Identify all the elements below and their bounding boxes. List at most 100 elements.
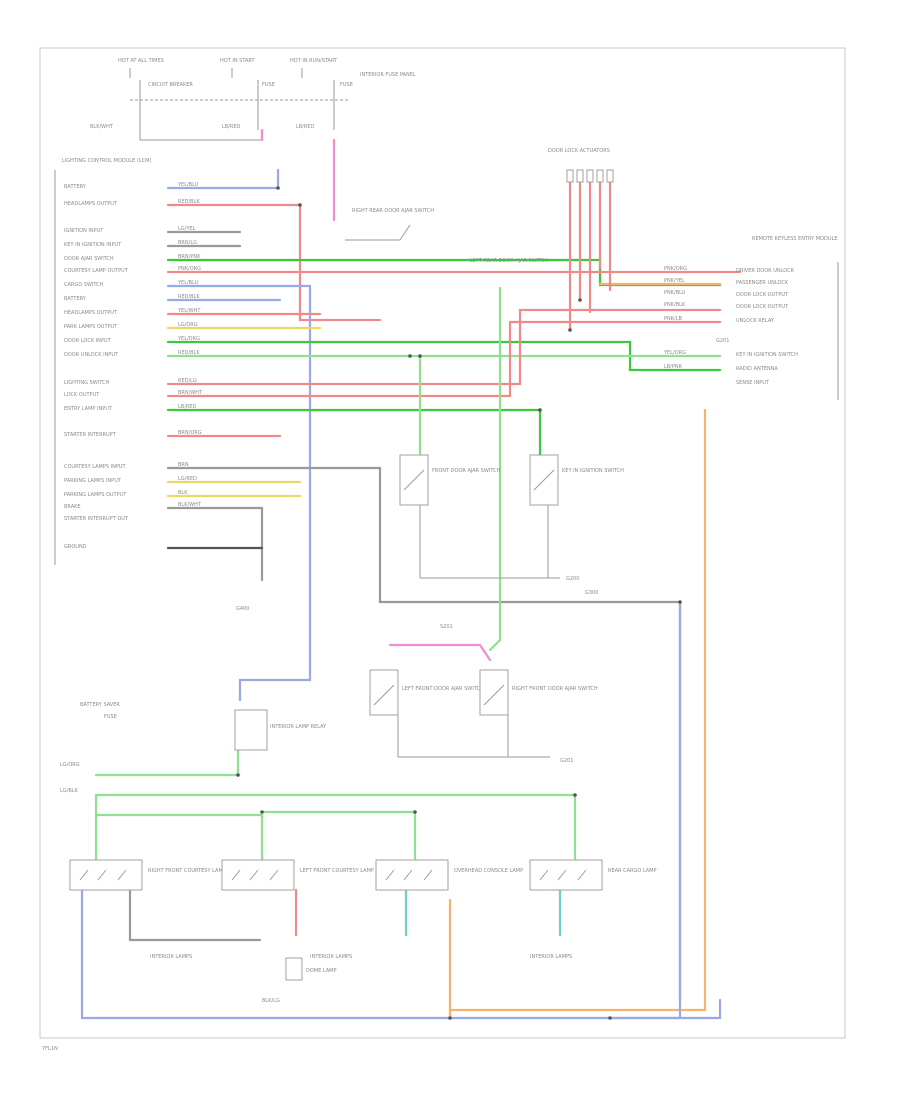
lamp-body-3 <box>529 859 603 891</box>
rke-wire-label-6: LB/PNK <box>664 364 683 370</box>
rf-door-switch-label: RIGHT FRONT DOOR AJAR SWITCH <box>512 686 598 692</box>
lcm-wire-label-4: BRN/PNK <box>178 254 201 260</box>
lcm-pin-10: DOOR LOCK INPUT <box>64 338 112 344</box>
lcm-wire-label-2: LG/YEL <box>178 226 196 232</box>
lamp-filament-0 <box>79 869 127 881</box>
interior-lamp-relay-label: INTERIOR LAMP RELAY <box>270 724 327 730</box>
key-in-switch-label: KEY IN IGNITION SWITCH <box>562 468 624 474</box>
junction-dot-1 <box>298 203 302 207</box>
top-wire-3: LB/RED <box>296 124 315 130</box>
rke-wire-label-1: PNK/YEL <box>664 278 685 284</box>
lcm-wire-label-3: BRN/LG <box>178 240 197 246</box>
hot-label-2: HOT IN START <box>220 58 256 64</box>
lcm-pin-11: DOOR UNLOCK INPUT <box>64 352 119 358</box>
lcm-pin-3: KEY IN IGNITION INPUT <box>64 242 122 248</box>
top-fuse-block: HOT AT ALL TIMES HOT IN START HOT IN RUN… <box>90 58 416 141</box>
ground-label-1: G200 <box>566 576 579 582</box>
wire-lockout-red <box>166 320 722 398</box>
lcm-wire-label-7: RED/BLK <box>178 294 200 300</box>
rear-door-switch-label: RIGHT REAR DOOR AJAR SWITCH <box>352 208 434 214</box>
fuse-block-label: INTERIOR FUSE PANEL <box>360 72 416 78</box>
door-pin-E <box>606 169 614 183</box>
lcm-pin-8: HEADLAMPS OUTPUT <box>64 310 118 316</box>
lcm-pin-15: STARTER INTERRUPT <box>64 432 117 438</box>
wire-brake-gray <box>166 506 264 582</box>
junction-dot-9 <box>448 1016 452 1020</box>
junction-dot-8 <box>573 793 577 797</box>
right-module-title: REMOTE KEYLESS ENTRY MODULE <box>752 236 838 242</box>
lcm-wire-label-11: RED/BLK <box>178 350 200 356</box>
lcm-wire-label-17: LG/RED <box>178 476 197 482</box>
lcm-wire-label-14: LB/RED <box>178 404 197 410</box>
left-module: LIGHTING CONTROL MODULE (LCM) BATTERYHEA… <box>54 158 203 565</box>
lcm-pin-14: ENTRY LAMP INPUT <box>64 406 113 412</box>
lcm-wire-label-8: YEL/WHT <box>177 308 201 314</box>
wire-blue-right <box>608 998 722 1020</box>
junction-dot-6 <box>260 810 264 814</box>
lcm-pin-5: COURTESY LAMP OUTPUT <box>64 268 129 274</box>
lamp-filament-1 <box>231 869 279 881</box>
lcm-wire-label-13: BRN/WHT <box>178 390 203 396</box>
lcm-pin-18: PARKING LAMPS OUTPUT <box>64 492 127 498</box>
lcm-wire-label-6: YEL/BLU <box>177 280 199 286</box>
junction-dot-13 <box>578 298 582 302</box>
left-rear-switch-label: LEFT REAR DOOR AJAR SWITCH <box>470 258 548 264</box>
lamp-label-2: OVERHEAD CONSOLE LAMP <box>454 868 523 874</box>
door-pin-C <box>586 169 594 183</box>
wire-mid-label: LG/ORG <box>60 762 80 768</box>
rke-wire-label-4: PNK/LB <box>664 316 683 322</box>
door-lock-connector: DOOR LOCK ACTUATORS <box>548 148 614 183</box>
lamp-group-label-2: INTERIOR LAMPS <box>530 954 572 960</box>
lcm-pin-7: BATTERY <box>64 296 87 302</box>
rke-wire-label-0: PNK/ORG <box>664 266 687 272</box>
rke-pin-6: RADIO ANTENNA <box>736 366 778 372</box>
lcm-pin-6: CARGO SWITCH <box>64 282 104 288</box>
lcm-pin-9: PARK LAMPS OUTPUT <box>64 324 118 330</box>
fuse-b-label: FUSE <box>340 82 353 88</box>
rke-pin-1: PASSENGER UNLOCK <box>736 280 789 286</box>
lcm-pin-12: LIGHTING SWITCH <box>64 380 109 386</box>
door-pin-B <box>576 169 584 183</box>
wire-pink-mid <box>388 643 492 662</box>
rke-pin-0: DRIVER DOOR UNLOCK <box>736 268 795 274</box>
top-wire-1: BLK/WHT <box>90 124 114 130</box>
lcm-pin-19: BRAKE <box>64 504 81 510</box>
lcm-pin-0: BATTERY <box>64 184 87 190</box>
lamp-body-2 <box>375 859 449 891</box>
lcm-pin-16: COURTESY LAMPS INPUT <box>64 464 127 470</box>
lamp-filament-3 <box>539 869 587 881</box>
wire-lg-bus <box>94 793 577 862</box>
ground-label-2: G201 <box>560 758 573 764</box>
door-pin-A <box>566 169 574 183</box>
lamp-label-3: REAR CARGO LAMP <box>608 868 657 874</box>
junction-dot-10 <box>608 1016 612 1020</box>
rke-wire-label-2: PNK/BLU <box>664 290 686 296</box>
lcm-wire-label-18: BLK <box>178 490 188 496</box>
ground-label-4: G400 <box>236 606 249 612</box>
rke-pin-2: DOOR LOCK OUTPUT <box>736 292 789 298</box>
junction-dot-12 <box>568 328 572 332</box>
wire-lg-drop2 <box>94 813 264 862</box>
junction-dot-3 <box>418 354 422 358</box>
rke-pin-5: KEY IN IGNITION SWITCH <box>736 352 798 358</box>
lamp-group-label-1: INTERIOR LAMPS <box>310 954 352 960</box>
lower-section: BATTERY SAVER FUSE INTERIOR LAMP RELAY L… <box>60 702 657 1004</box>
wire-bottom-blue <box>80 888 682 1020</box>
lower-fuse-label: FUSE <box>104 714 117 720</box>
interior-lamp-relay-body <box>234 709 268 751</box>
junction-dot-2 <box>408 354 412 358</box>
dome-lamp-body <box>285 957 303 981</box>
wire-lg-upper <box>94 748 240 777</box>
rke-wire-label-5: YEL/ORG <box>663 350 686 356</box>
lcm-pin-1: HEADLAMPS OUTPUT <box>64 201 118 207</box>
door-pin-D <box>596 169 604 183</box>
lcm-wire-label-10: YEL/ORG <box>177 336 200 342</box>
lcm-wire-label-19: BLK/WHT <box>178 502 202 508</box>
lcm-wire-label-5: PNK/ORG <box>178 266 201 272</box>
rke-wire-label-3: PNK/BLK <box>664 302 686 308</box>
lcm-wire-label-1: RED/BLK <box>178 199 200 205</box>
lcm-wire-label-0: YEL/BLU <box>177 182 199 188</box>
junction-dot-0 <box>276 186 280 190</box>
front-door-switch-body <box>399 454 429 506</box>
right-ground: G201 <box>716 338 729 344</box>
